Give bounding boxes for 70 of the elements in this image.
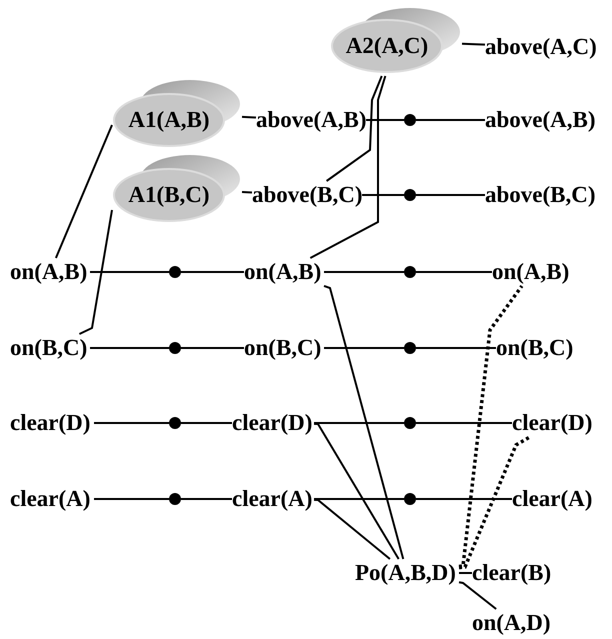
connector-line bbox=[462, 42, 486, 46]
noop-dot bbox=[169, 342, 181, 354]
fact-label: on(B,C) bbox=[10, 334, 90, 362]
action-ellipse bbox=[112, 78, 242, 150]
connector-line bbox=[314, 422, 400, 560]
connector-line bbox=[78, 209, 113, 335]
connector-line bbox=[366, 119, 404, 121]
connector-line bbox=[181, 498, 232, 500]
action-ellipse bbox=[330, 6, 462, 76]
fact-label: on(A,B) bbox=[10, 258, 90, 286]
noop-dot bbox=[169, 417, 181, 429]
fact-label: on(B,C) bbox=[496, 334, 576, 362]
fact-label: clear(A) bbox=[232, 485, 314, 513]
connector-line bbox=[181, 422, 232, 424]
fact-label: on(A,B) bbox=[492, 258, 572, 286]
action-label: A1(B,C) bbox=[128, 181, 210, 209]
dotted-line bbox=[458, 435, 531, 570]
noop-dot bbox=[404, 493, 416, 505]
noop-dot bbox=[169, 266, 181, 278]
connector-line bbox=[314, 498, 391, 560]
connector-line bbox=[324, 284, 404, 560]
connector-line bbox=[458, 581, 497, 610]
noop-dot bbox=[404, 189, 416, 201]
connector-line bbox=[242, 191, 252, 194]
fact-label: on(A,D) bbox=[472, 609, 556, 637]
connector-line bbox=[416, 422, 512, 424]
fact-label: above(B,C) bbox=[485, 181, 597, 209]
fact-label: above(B,C) bbox=[252, 181, 362, 209]
action-label: A1(A,B) bbox=[128, 106, 210, 134]
connector-line bbox=[324, 271, 404, 273]
fact-label: clear(A) bbox=[512, 485, 596, 513]
connector-line bbox=[416, 271, 492, 273]
connector-line bbox=[416, 119, 485, 121]
fact-label: clear(B) bbox=[472, 559, 556, 587]
fact-label: clear(A) bbox=[10, 485, 94, 513]
connector-line bbox=[416, 498, 512, 500]
dotted-line bbox=[458, 284, 524, 568]
connector-line bbox=[314, 422, 404, 424]
action-ellipse bbox=[112, 153, 242, 225]
action-label: A2(A,C) bbox=[346, 32, 428, 60]
fact-label: above(A,C) bbox=[485, 33, 599, 61]
fact-label: above(A,B) bbox=[485, 106, 597, 134]
fact-label: on(A,B) bbox=[244, 258, 324, 286]
connector-line bbox=[324, 347, 404, 349]
connector-line bbox=[416, 194, 485, 196]
connector-line bbox=[314, 498, 404, 500]
connector-line bbox=[326, 76, 383, 182]
fact-label: above(A,B) bbox=[256, 106, 366, 134]
noop-dot bbox=[404, 342, 416, 354]
connector-line bbox=[242, 116, 256, 119]
connector-line bbox=[94, 422, 169, 424]
fact-label: on(B,C) bbox=[244, 334, 324, 362]
connector-line bbox=[181, 347, 244, 349]
fact-label: clear(D) bbox=[512, 409, 596, 437]
connector-line bbox=[94, 498, 169, 500]
fact-label: Po(A,B,D) bbox=[355, 559, 459, 587]
noop-dot bbox=[404, 266, 416, 278]
connector-line bbox=[310, 76, 386, 259]
noop-dot bbox=[169, 493, 181, 505]
fact-label: clear(D) bbox=[232, 409, 314, 437]
connector-line bbox=[181, 271, 244, 273]
fact-label: clear(D) bbox=[10, 409, 94, 437]
connector-line bbox=[459, 572, 472, 574]
connector-line bbox=[416, 347, 496, 349]
noop-dot bbox=[404, 417, 416, 429]
connector-line bbox=[54, 124, 113, 258]
connector-line bbox=[362, 194, 404, 196]
noop-dot bbox=[404, 114, 416, 126]
connector-line bbox=[90, 347, 169, 349]
connector-line bbox=[90, 271, 169, 273]
